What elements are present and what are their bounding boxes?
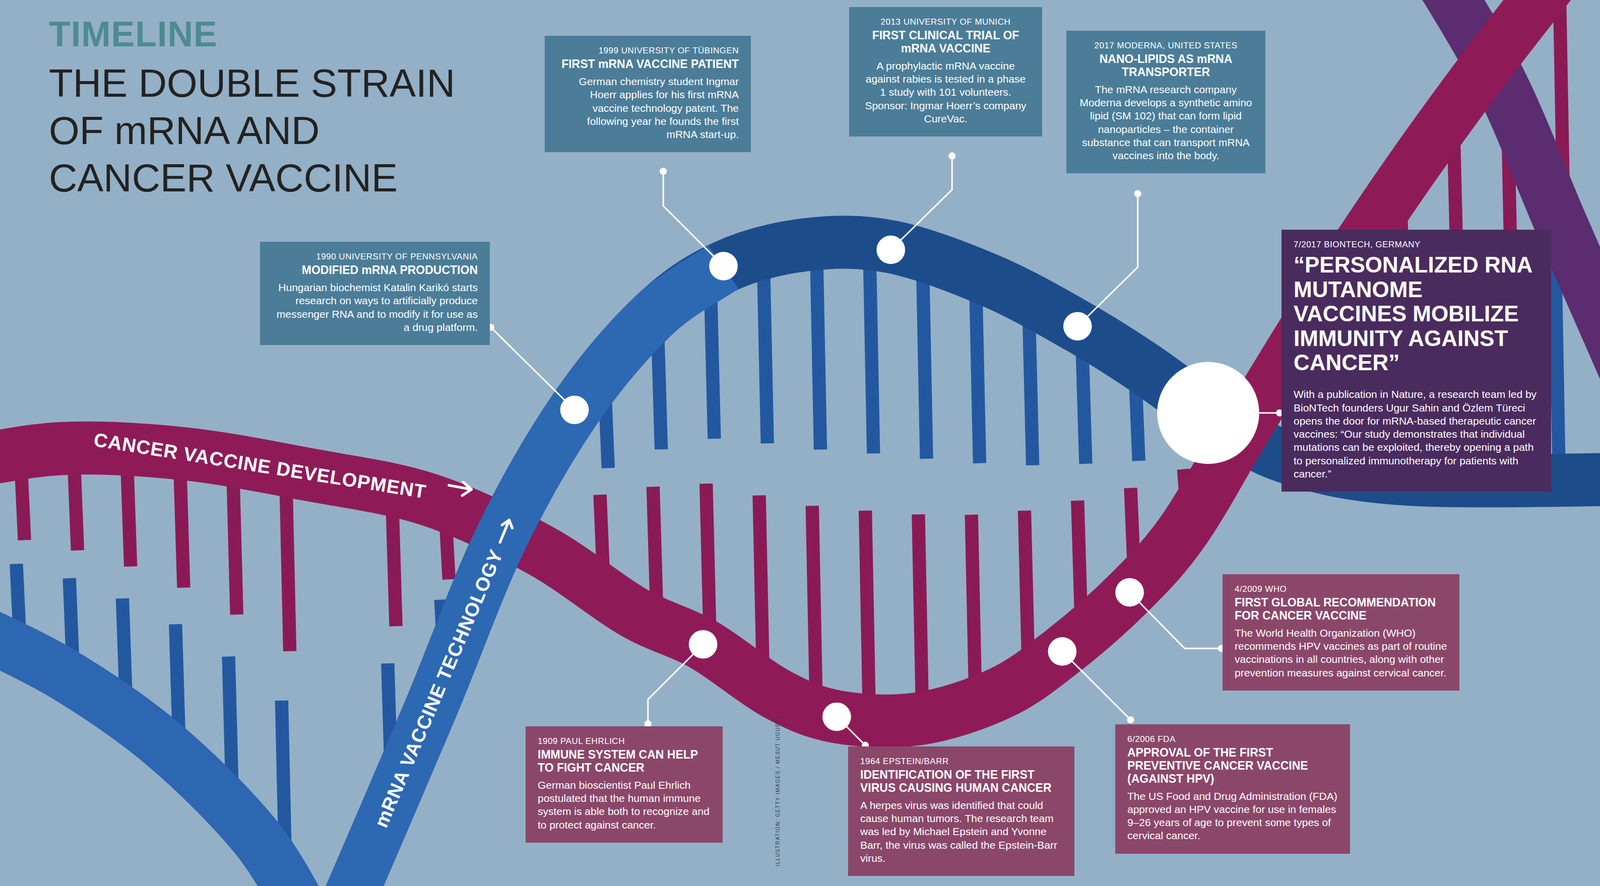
timeline-dot — [876, 235, 906, 265]
timeline-box: 1909 PAUL EHRLICHIMMUNE SYSTEM CAN HELP … — [525, 726, 723, 844]
timeline-dot — [709, 251, 738, 281]
leader-line — [890, 156, 952, 250]
date-place: 1999 UNIVERSITY OF TÜBINGEN — [556, 45, 739, 56]
timeline-dot — [1063, 311, 1093, 341]
strand-arrows — [449, 482, 513, 543]
event-text: A herpes virus was identified that could… — [860, 799, 1063, 866]
credit-note: ILLUSTRATION: GETTY IMAGES / MESUT UGURL… — [775, 715, 781, 867]
timeline-box: 2017 MODERNA, UNITED STATESNANO-LIPIDS A… — [1066, 30, 1266, 174]
section-label: TIMELINE — [48, 14, 218, 55]
timeline-dots — [487, 152, 1284, 750]
strand-arrow — [449, 482, 472, 496]
event-text: A prophylactic mRNA vaccine against rabi… — [861, 59, 1031, 126]
event-heading: FIRST GLOBAL RECOMMENDATION FOR CANCER V… — [1234, 596, 1448, 623]
timeline-dot — [1157, 362, 1259, 465]
event-text: The World Health Organization (WHO) reco… — [1234, 626, 1448, 680]
helix-strand — [0, 0, 1562, 722]
helix-rung — [918, 514, 923, 719]
timeline-dot — [560, 395, 590, 425]
leader-end — [659, 167, 667, 175]
timeline-dot — [1048, 637, 1077, 667]
leader-lines — [490, 156, 1280, 746]
helix-strand — [336, 267, 724, 886]
event-heading: IMMUNE SYSTEM CAN HELP TO FIGHT CANCER — [537, 748, 711, 776]
timeline-box: 1964 EPSTEIN/BARR IDENTIFICATION OF THE F… — [848, 746, 1075, 877]
date-place: 4/2009 WHO — [1234, 584, 1448, 595]
timeline-dot — [1115, 578, 1144, 608]
helix-rung — [816, 243, 821, 451]
timeline-box: 1990 UNIVERSITY OF PENNSYLVANIAMODIFIED … — [260, 241, 490, 346]
leader-end — [948, 152, 956, 160]
helix-rung — [971, 515, 976, 704]
event-heading: NANO-LIPIDS AS mRNA TRANSPORTER — [1078, 52, 1254, 80]
leader-line — [1129, 592, 1222, 649]
helix-rung — [812, 505, 817, 713]
event-heading: APPROVAL OF THE FIRST PREVENTIVE CANCER … — [1127, 746, 1338, 786]
date-place: 1990 UNIVERSITY OF PENNSYLVANIA — [272, 251, 478, 263]
leader-end — [1126, 716, 1134, 724]
leader-line — [1077, 194, 1138, 327]
helix-strand — [0, 622, 306, 886]
event-text: German bioscientist Paul Ehrlich postula… — [537, 779, 711, 832]
timeline-box: 6/2006 FDAAPPROVAL OF THE FIRST PREVENTI… — [1115, 724, 1351, 855]
helix-rung — [865, 510, 870, 722]
timeline-box: 1999 UNIVERSITY OF TÜBINGENFIRST mRNA VA… — [544, 35, 751, 153]
date-place: 1964 EPSTEIN/BARR — [860, 756, 1063, 767]
date-place: 2017 MODERNA, UNITED STATES — [1078, 40, 1254, 51]
strand-label: mRNA VACCINE TECHNOLOGY — [370, 546, 508, 832]
helix-rung — [922, 254, 927, 460]
event-text: German chemistry student Ingmar Hoerr ap… — [556, 75, 739, 142]
date-place: 7/2017 BIONTECH, GERMANY — [1293, 239, 1540, 250]
leader-line — [1062, 651, 1131, 721]
event-text: With a publication in Nature, a research… — [1293, 388, 1540, 481]
leader-line — [648, 644, 703, 725]
event-heading: IDENTIFICATION OF THE FIRST VIRUS CAUSIN… — [860, 769, 1063, 796]
strand-label: CANCER VACCINE DEVELOPMENT — [92, 429, 428, 504]
timeline-box: 7/2017 BIONTECH, GERMANY “PERSONALIZED RN… — [1281, 229, 1552, 492]
event-heading: FIRST CLINICAL TRIAL OF mRNA VACCINE — [861, 29, 1031, 56]
event-text: The US Food and Drug Administration (FDA… — [1127, 790, 1338, 844]
event-heading: “PERSONALIZED RNA MUTANOME VACCINES MOBI… — [1293, 252, 1540, 375]
leader-end — [1134, 190, 1142, 198]
timeline-dot — [688, 630, 718, 660]
strand-arrow — [499, 520, 512, 543]
timeline-dot — [822, 702, 852, 732]
helix-rung — [1555, 256, 1560, 481]
event-heading: MODIFIED mRNA PRODUCTION — [272, 264, 478, 278]
date-place: 1909 PAUL EHRLICH — [537, 736, 711, 747]
helix-rung — [869, 243, 874, 454]
date-place: 2013 UNIVERSITY OF MUNICH — [861, 17, 1031, 28]
timeline-box: 2013 UNIVERSITY OF MUNICHFIRST CLINICAL … — [849, 7, 1043, 137]
event-heading: FIRST mRNA VACCINE PATIENT — [556, 57, 739, 72]
event-text: The mRNA research company Moderna develo… — [1078, 83, 1254, 163]
timeline-box: 4/2009 WHOFIRST GLOBAL RECOMMENDATION FO… — [1222, 574, 1460, 691]
leader-line — [490, 327, 575, 411]
date-place: 6/2006 FDA — [1127, 734, 1338, 745]
leader-line — [663, 171, 724, 267]
event-text: Hungarian biochemist Katalin Karikó star… — [272, 281, 478, 335]
helix-rung — [763, 252, 768, 444]
diagram-title: THE DOUBLE STRAIN OF mRNA AND CANCER VAC… — [48, 59, 478, 202]
